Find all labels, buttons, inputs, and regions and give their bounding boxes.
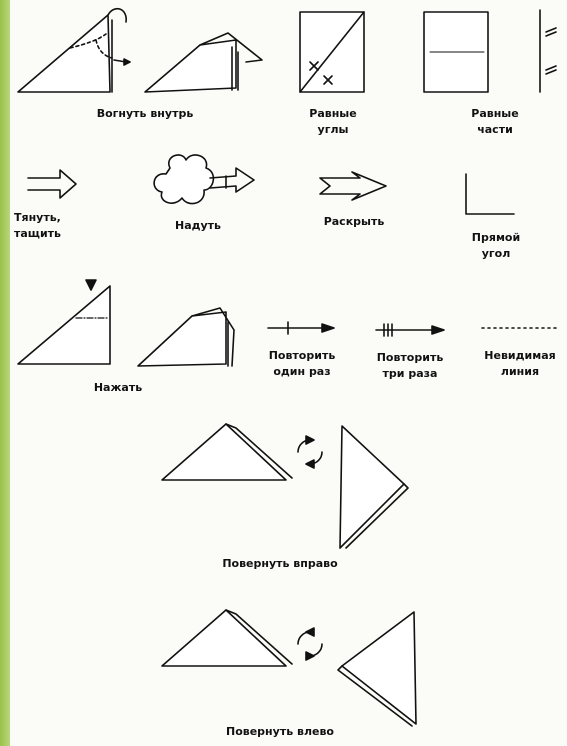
label-turn-right: Повернуть вправо xyxy=(190,556,370,572)
label-press: Нажать xyxy=(70,380,166,396)
pull-arrow-icon xyxy=(28,170,76,198)
label-turn-left: Повернуть влево xyxy=(190,724,370,740)
inflate-icon xyxy=(154,155,254,204)
repeat-once-icon xyxy=(268,322,334,334)
label-right-angle: Прямой угол xyxy=(448,230,544,262)
label-pull: Тянуть, тащить xyxy=(14,210,74,242)
label-open: Раскрыть xyxy=(306,214,402,230)
label-equal-parts: Равные части xyxy=(452,106,538,138)
label-inflate: Надуть xyxy=(150,218,246,234)
label-fold-inside: Вогнуть внутрь xyxy=(70,106,220,122)
turn-right-icon xyxy=(162,424,408,548)
label-equal-angles: Равные углы xyxy=(290,106,376,138)
repeat-thrice-icon xyxy=(376,324,444,336)
equal-parts-icon xyxy=(424,10,556,92)
turn-left-icon xyxy=(162,610,416,726)
fold-inside-icon xyxy=(18,9,262,92)
press-icon xyxy=(18,280,234,366)
equal-angles-icon xyxy=(300,12,364,92)
label-repeat-once: Повторить один раз xyxy=(254,348,350,380)
right-angle-icon xyxy=(466,174,514,214)
open-arrow-icon xyxy=(320,172,386,200)
label-invisible-line: Невидимая линия xyxy=(470,348,567,380)
label-repeat-thrice: Повторить три раза xyxy=(362,350,458,382)
